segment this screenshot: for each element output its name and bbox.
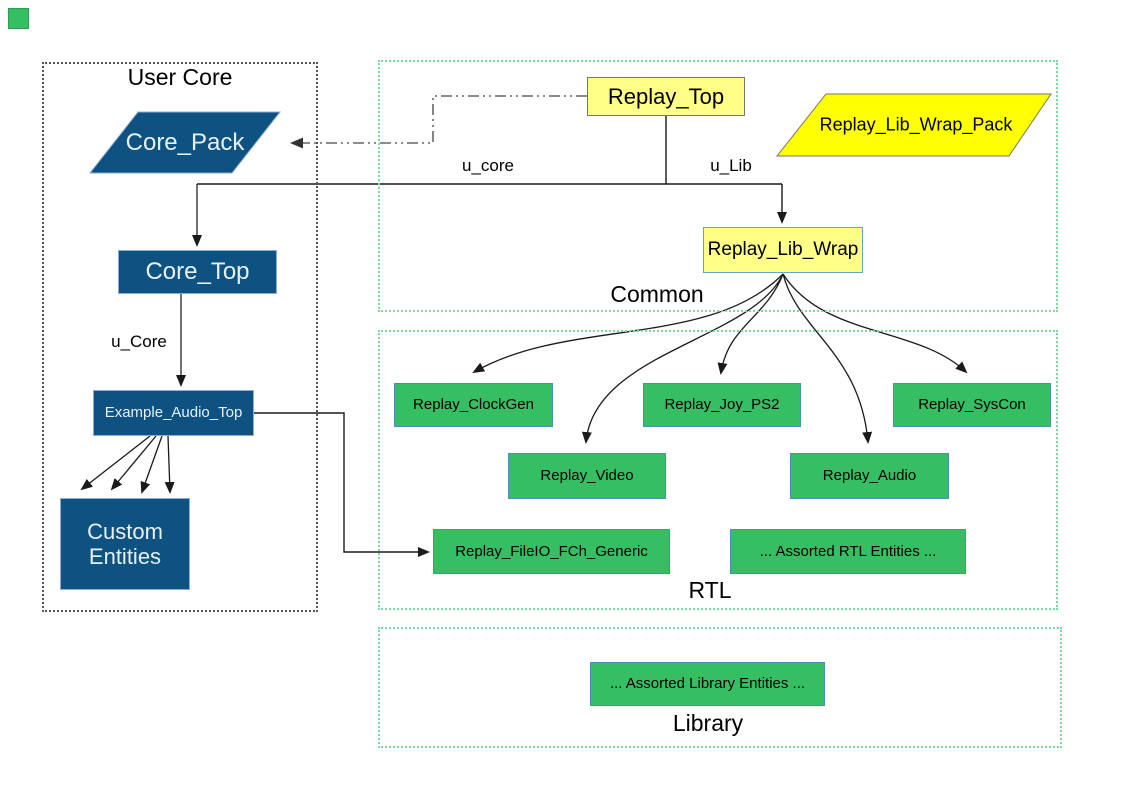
green-square-marker [8,8,29,29]
replay-joy-ps2-node: Replay_Joy_PS2 [643,383,801,427]
replay-syscon-node: Replay_SysCon [893,383,1051,427]
replay-clockgen-node: Replay_ClockGen [394,383,553,427]
core-pack-node: Core_Pack [125,129,245,156]
user-core-container [42,62,318,612]
u-core-lower-edge-label: u_Core [111,332,167,351]
core-top-node: Core_Top [118,250,277,294]
rtl-label: RTL [688,577,732,603]
library-container [378,627,1062,748]
common-label: Common [610,281,704,307]
replay-top-node: Replay_Top [587,77,745,116]
u-lib-edge-label: u_Lib [710,156,752,175]
custom-entities-node: Custom Entities [60,498,190,590]
user-core-label: User Core [127,64,233,90]
u-core-edge-label: u_core [462,156,514,175]
rtl-container [378,330,1058,610]
replay-video-node: Replay_Video [508,453,666,499]
assorted-rtl-entities-node: ... Assorted RTL Entities ... [730,529,966,574]
replay-fileio-fch-generic-node: Replay_FileIO_FCh_Generic [433,529,670,574]
library-label: Library [672,710,744,736]
replay-lib-wrap-node: Replay_Lib_Wrap [703,227,863,273]
example-audio-top-node: Example_Audio_Top [93,390,254,436]
assorted-library-entities-node: ... Assorted Library Entities ... [590,662,825,706]
replay-audio-node: Replay_Audio [790,453,949,499]
replay-lib-wrap-pack-node: Replay_Lib_Wrap_Pack [819,114,1013,135]
common-container [378,60,1058,312]
